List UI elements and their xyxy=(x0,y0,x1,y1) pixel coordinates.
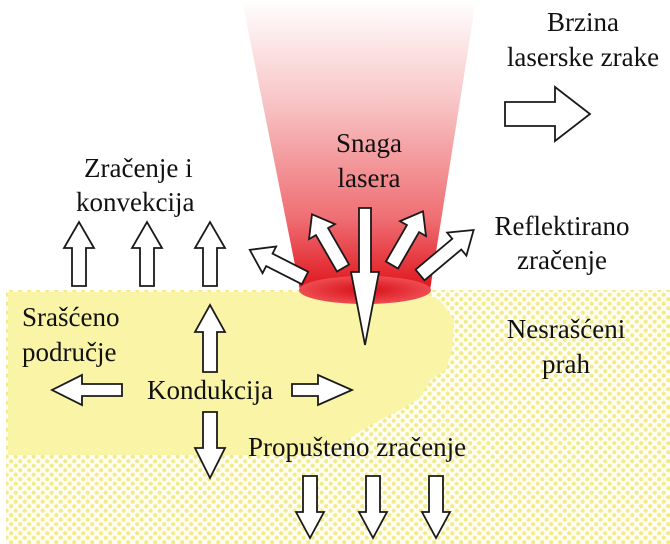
convection-arrow-2-icon xyxy=(132,222,162,286)
scan-speed-arrow-icon xyxy=(505,87,590,141)
convection-arrow-3-icon xyxy=(195,222,225,286)
radiation-convection-label-line2: konvekcija xyxy=(76,187,194,217)
radiation-convection-label-line1: Zračenje i xyxy=(84,153,193,183)
sintered-region-label-line2: područje xyxy=(22,337,116,367)
unsintered-powder-label-line2: prah xyxy=(542,349,590,379)
scan-speed-label-line1: Brzina xyxy=(547,7,619,37)
laser-power-label-line2: lasera xyxy=(338,163,401,193)
sintered-region-label-line1: Srašćeno xyxy=(22,302,119,332)
transmitted-radiation-label: Propušteno zračenje xyxy=(248,432,466,462)
reflected-radiation-label-line2: zračenje xyxy=(517,245,607,275)
conduction-label: Kondukcija xyxy=(147,375,273,405)
reflected-radiation-label-line1: Reflektirano xyxy=(495,211,630,241)
unsintered-powder-label-line1: Nesrašćeni xyxy=(507,314,625,344)
laser-power-label-line1: Snaga xyxy=(336,128,402,158)
scan-speed-label-line2: laserske zrake xyxy=(507,42,659,72)
convection-arrow-1-icon xyxy=(64,222,94,286)
